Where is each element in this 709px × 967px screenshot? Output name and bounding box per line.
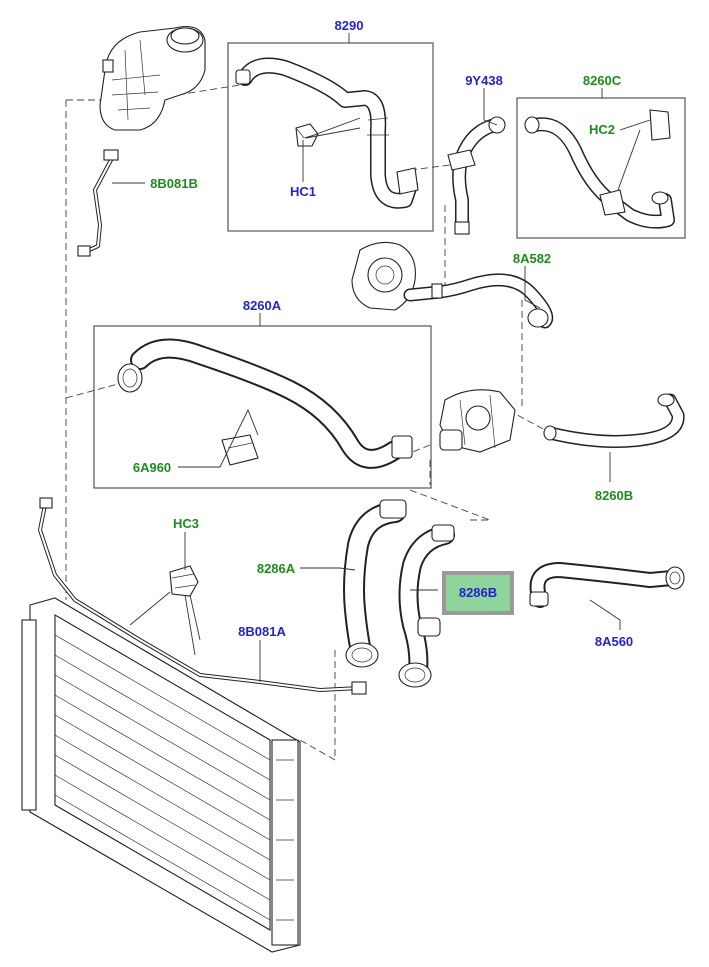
label-8290[interactable]: 8290 — [335, 18, 364, 33]
thermostat-housing — [439, 389, 516, 453]
bracket-6A960 — [221, 434, 259, 466]
label-8286A[interactable]: 8286A — [257, 561, 296, 576]
hose-8A560 — [529, 562, 685, 608]
box-8260A — [93, 325, 432, 489]
label-HC3[interactable]: HC3 — [173, 516, 199, 531]
label-8B081A[interactable]: 8B081A — [238, 624, 286, 639]
label-9Y438[interactable]: 9Y438 — [465, 73, 503, 88]
label-8260C[interactable]: 8260C — [583, 73, 622, 88]
hose-8290 — [235, 57, 419, 209]
hose-8A582 — [403, 273, 554, 329]
radiator — [21, 597, 301, 953]
expansion-tank — [99, 25, 206, 131]
sensor-harness-8B081A — [38, 497, 367, 695]
label-8286B[interactable]: 8286B — [459, 585, 497, 600]
label-8A582[interactable]: 8A582 — [513, 251, 551, 266]
label-6A960[interactable]: 6A960 — [133, 460, 171, 475]
hose-8260B — [543, 393, 685, 448]
highlight-8286B — [442, 571, 514, 615]
hose-9Y438 — [447, 116, 506, 235]
label-8B081B[interactable]: 8B081B — [150, 176, 198, 191]
hose-clamp-HC3 — [169, 565, 199, 597]
label-8260A[interactable]: 8260A — [243, 298, 282, 313]
label-8A560[interactable]: 8A560 — [595, 634, 633, 649]
sensor-harness-8B081B — [77, 149, 119, 257]
label-8260B[interactable]: 8260B — [595, 488, 633, 503]
leader-lines — [112, 33, 651, 682]
box-8290 — [227, 42, 434, 232]
water-pump — [351, 241, 416, 311]
label-HC2[interactable]: HC2 — [589, 122, 615, 137]
hose-8286A — [343, 499, 407, 668]
box-8260C — [516, 97, 686, 239]
label-HC1[interactable]: HC1 — [290, 184, 316, 199]
hose-8286B — [398, 524, 455, 688]
hose-8260C — [524, 109, 675, 229]
hose-8260A — [117, 338, 413, 469]
